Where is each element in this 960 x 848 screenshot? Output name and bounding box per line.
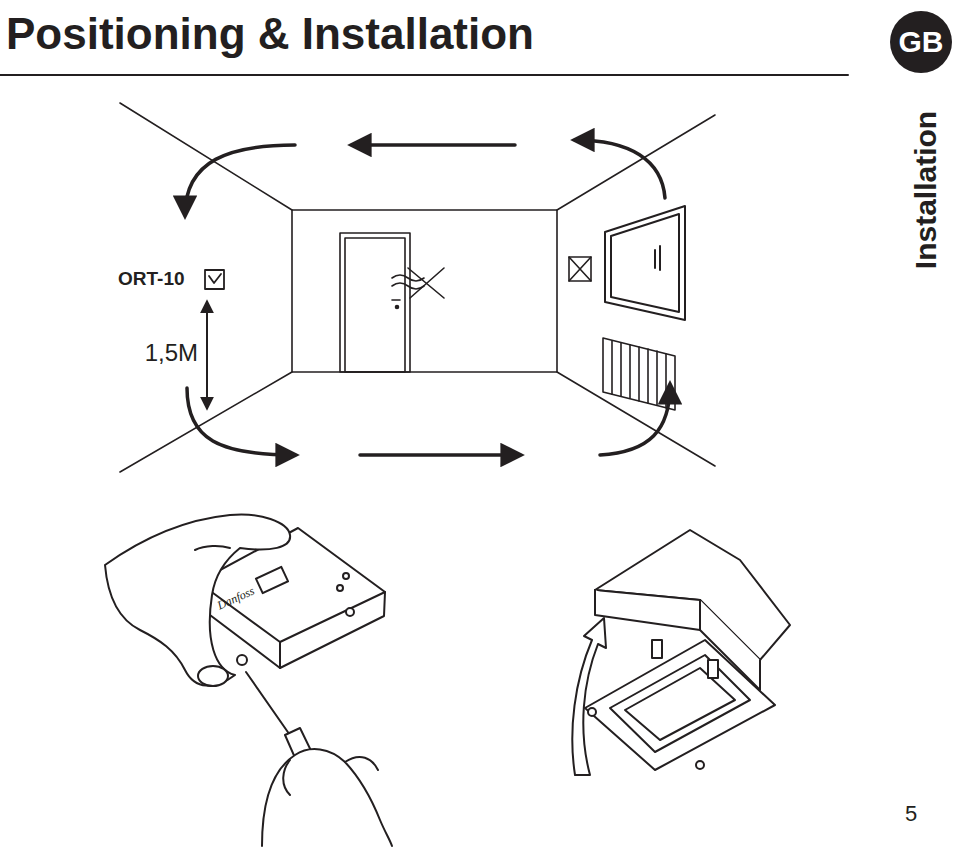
thermostat-symbol-part [209, 274, 221, 283]
radiator-part [656, 351, 658, 405]
window [605, 206, 685, 320]
thermostat-housing-part [346, 608, 354, 616]
badge-text: GB [898, 27, 943, 57]
crossed-thermostat-part [569, 257, 591, 281]
side-tab: Installation [909, 111, 942, 269]
brand-logo: Danfoss [215, 585, 256, 613]
lower-hand-part [345, 757, 378, 770]
draught-crossed [392, 268, 444, 298]
page-title: Positioning & Installation [6, 10, 534, 58]
room-perspective-part [292, 210, 557, 372]
thermostat-cover-part [595, 530, 790, 660]
room-perspective-part [120, 103, 292, 210]
room-perspective-part [557, 372, 715, 466]
base-plate-part [610, 655, 750, 752]
airflow-arrows-part [360, 453, 520, 457]
base-plate-part [696, 761, 704, 769]
airflow-arrows-part [352, 143, 515, 147]
open-arrow [572, 618, 606, 775]
model-name: ORT-10 [118, 269, 185, 290]
room-perspective [120, 103, 715, 472]
draught-crossed-part [392, 283, 424, 289]
door-part [345, 238, 405, 372]
radiator-part [603, 338, 675, 410]
draught-crossed-part [410, 268, 444, 298]
door-part [392, 299, 400, 301]
thermostat-symbol-part [205, 270, 224, 289]
thermostat-cover [595, 530, 790, 690]
thermostat-housing-part [256, 567, 288, 593]
radiator-part [611, 341, 613, 394]
thermostat-housing-part [198, 582, 385, 642]
open-arrow-part [572, 618, 606, 775]
language-badge: GB [890, 11, 952, 73]
page-number: 5 [905, 802, 917, 826]
thermostat-symbol [205, 270, 224, 289]
crossed-thermostat-part [569, 257, 591, 281]
airflow-arrows-part [185, 145, 295, 215]
radiator-part [647, 349, 649, 403]
base-plate-part [588, 708, 596, 716]
upper-hand-part [198, 666, 228, 686]
thermostat-cover-part [700, 600, 760, 690]
door [340, 233, 410, 372]
lower-hand-part [262, 749, 392, 846]
title-rule [0, 74, 848, 76]
airflow-arrows-part [600, 385, 670, 455]
airflow-arrows [185, 140, 670, 455]
airflow-arrows-part [575, 140, 665, 198]
thermostat-housing-part [337, 585, 343, 591]
upper-hand-part [195, 546, 230, 550]
airflow-arrows-part [187, 388, 295, 455]
radiator-part [638, 347, 640, 401]
crossed-thermostat [569, 257, 591, 281]
window-part [605, 206, 685, 320]
upper-hand-part [105, 514, 290, 685]
door-part [396, 306, 399, 309]
height-dimension-part [206, 302, 208, 408]
crossed-thermostat-part [569, 257, 591, 281]
lower-hand-part [283, 760, 290, 795]
thermostat-housing-part [279, 642, 281, 668]
draught-crossed-part [408, 268, 444, 298]
thermostat-housing-part [237, 655, 247, 665]
upper-hand [105, 514, 290, 686]
radiator-part [620, 343, 622, 396]
thermostat-cover-part [595, 590, 700, 630]
door-part [340, 233, 410, 372]
radiator [603, 338, 675, 410]
lower-hand [262, 749, 392, 846]
window-part [654, 250, 656, 268]
base-plate-part [652, 640, 662, 658]
base-plate-part [708, 660, 718, 678]
screwdriver-part [246, 672, 292, 738]
window-part [659, 246, 661, 270]
thermostat-housing-part [343, 573, 349, 579]
height-dimension [206, 302, 208, 408]
radiator-part [629, 345, 631, 398]
dimension-label: 1,5M [145, 340, 198, 366]
radiator-part [665, 354, 667, 408]
room-perspective-part [557, 115, 715, 210]
window-part [611, 214, 679, 312]
